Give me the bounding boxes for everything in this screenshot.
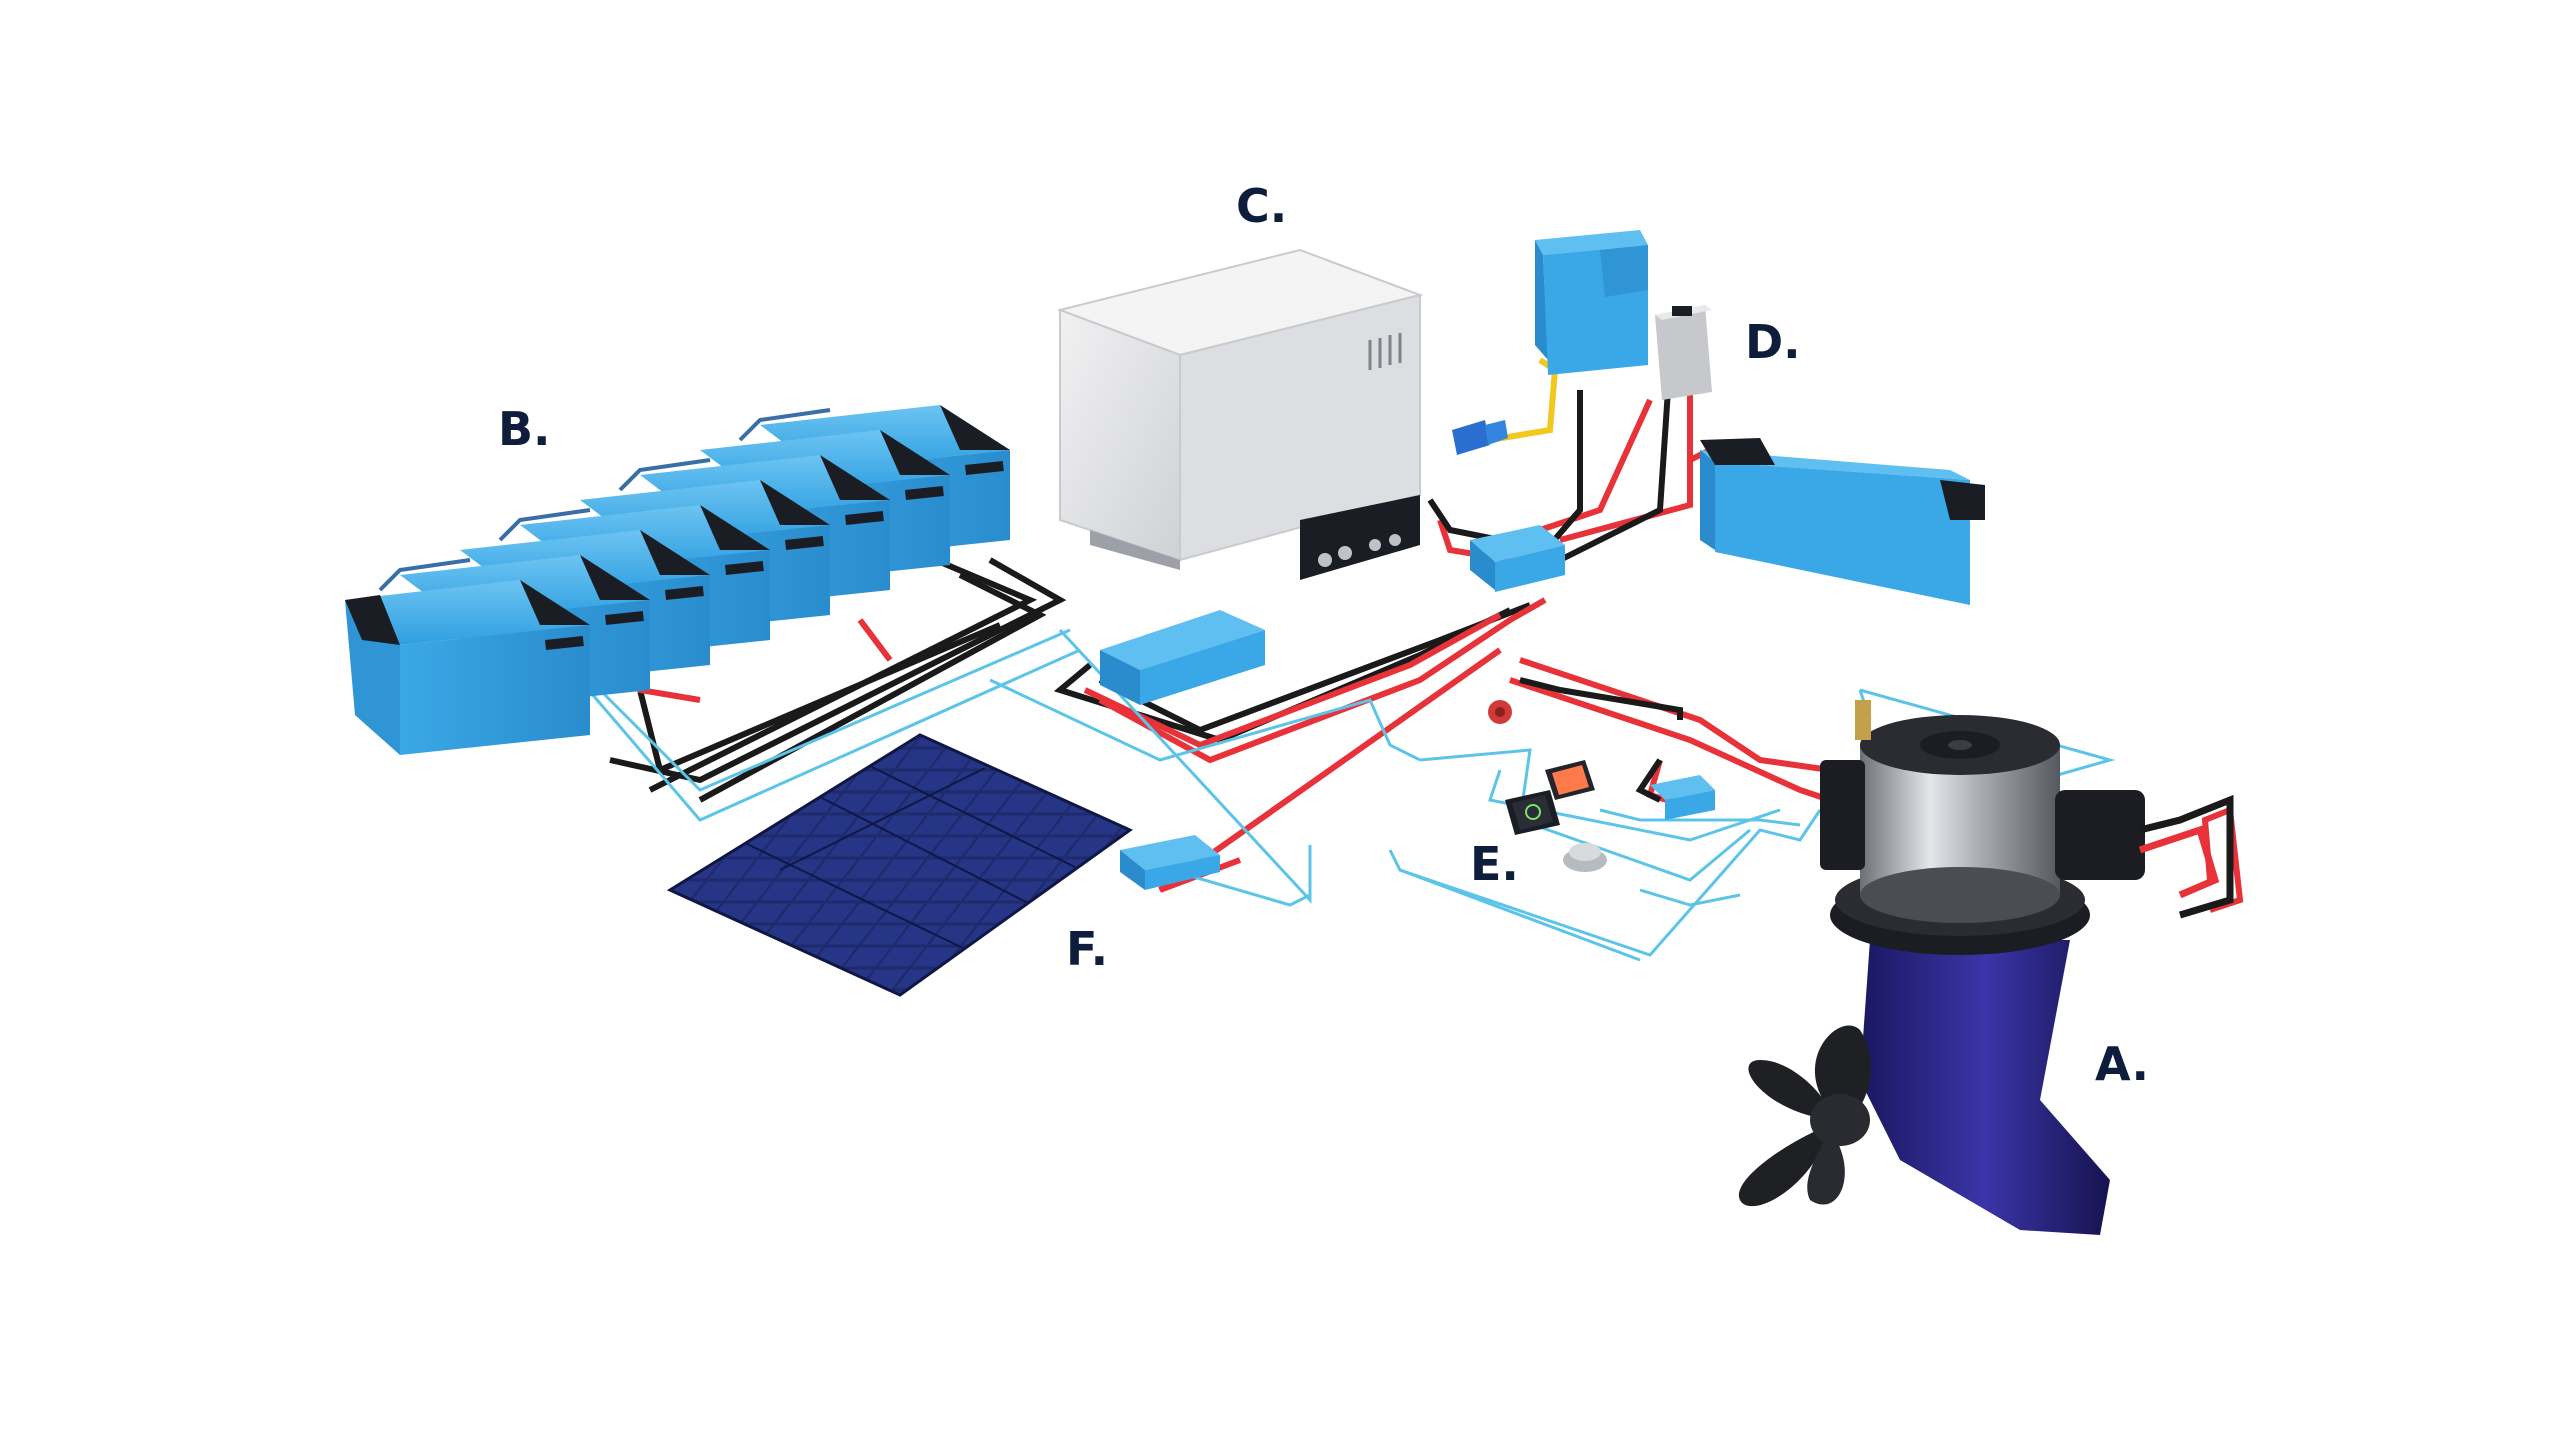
- label-c: C.: [1236, 179, 1287, 233]
- label-a: A.: [2095, 1037, 2149, 1091]
- shore-charger: [1535, 230, 1648, 375]
- diagram-labels: A. B. C. D. E. F.: [498, 179, 2149, 1091]
- generator-connectors: [1318, 534, 1401, 567]
- label-e: E.: [1470, 837, 1519, 891]
- battery-bank: [345, 405, 1010, 755]
- main-display: [1505, 790, 1560, 835]
- generator-vent-grille: [1368, 333, 1402, 370]
- motor-power-leads: [2138, 794, 2234, 919]
- distribution-box: [1470, 525, 1565, 592]
- battery-module: [345, 580, 590, 755]
- motor-housing: [1860, 715, 2060, 923]
- battery-handles: [545, 461, 1004, 650]
- control-displays: [1505, 760, 1715, 872]
- solar-charge-controller: [1120, 835, 1220, 890]
- shore-power-cable: [1489, 357, 1559, 443]
- motor-controller-brackets: [1820, 700, 2145, 880]
- generator-unit: [1056, 248, 1424, 580]
- throttle-display: [1545, 760, 1595, 800]
- propeller: [1738, 1025, 1871, 1207]
- solar-grid-lines: [744, 765, 1076, 949]
- battery-management-controller: [1100, 610, 1265, 705]
- network-hub: [1650, 775, 1715, 820]
- saildrive-leg: [1860, 940, 2110, 1235]
- isolation-transformer: [1655, 305, 1712, 400]
- solar-array: [666, 733, 1220, 997]
- shore-power-equipment: [1452, 230, 1985, 605]
- battery-interconnects: [378, 408, 831, 592]
- throttle-lever: [1563, 843, 1607, 872]
- electric-saildrive-motor: [1738, 700, 2234, 1235]
- inline-fuse: [1488, 700, 1512, 724]
- label-d: D.: [1745, 315, 1801, 369]
- service-battery: [1700, 438, 1985, 605]
- label-b: B.: [498, 402, 551, 456]
- label-f: F.: [1066, 922, 1108, 976]
- shore-power-plug: [1452, 420, 1508, 455]
- main-feed-cables: [1427, 359, 1683, 803]
